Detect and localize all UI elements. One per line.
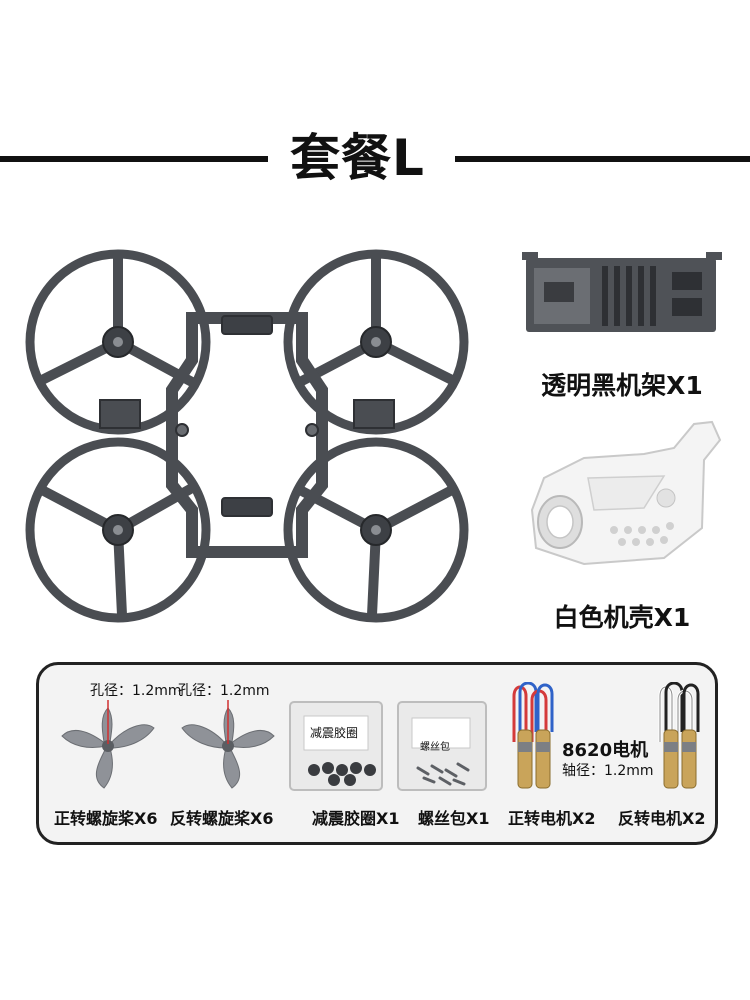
motor-ccw-label: 反转电机X2 [618, 809, 706, 828]
prop-ccw-hole-size: 孔径：1.2mm [178, 683, 270, 699]
title-rule-right [455, 156, 750, 162]
screws-label: 螺丝包X1 [418, 809, 490, 828]
white-shell-label: 白色机壳X1 [553, 603, 691, 632]
motor-shaft-size: 轴径：1.2mm [562, 763, 654, 779]
title-bar: 套餐L [0, 128, 750, 188]
white-shell-image [530, 420, 722, 566]
motor-model: 8620电机 [562, 740, 649, 761]
damper-label: 减震胶圈X1 [312, 809, 400, 828]
damper-bag-image [289, 701, 383, 791]
propeller-ccw-image [181, 700, 275, 789]
frame-bracket-label: 透明黑机架X1 [541, 371, 703, 400]
damper-bag-text: 减震胶圈 [310, 726, 359, 740]
whoop-frame-image [25, 249, 469, 623]
screw-bag-image [397, 701, 487, 791]
propeller-cw-image [61, 700, 155, 789]
prop-cw-label: 正转螺旋桨X6 [54, 809, 158, 828]
motor-ccw-image [658, 682, 700, 789]
screw-bag-text: 螺丝包 [420, 742, 450, 753]
prop-ccw-label: 反转螺旋桨X6 [170, 809, 274, 828]
motor-cw-image [512, 682, 554, 789]
title-rule-left [0, 156, 268, 162]
page-title: 套餐L [290, 129, 425, 187]
prop-cw-hole-size: 孔径：1.2mm [90, 683, 182, 699]
motor-cw-label: 正转电机X2 [508, 809, 596, 828]
black-frame-bracket-image [522, 252, 722, 332]
